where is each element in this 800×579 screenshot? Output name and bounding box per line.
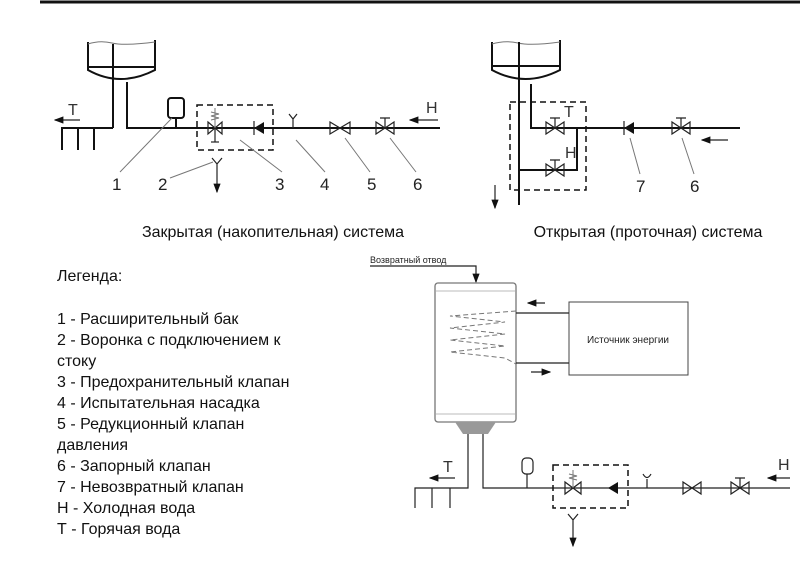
- cold-inlet-pipe: [482, 434, 790, 489]
- callout-6: 6: [690, 177, 699, 196]
- leader-lines: [629, 137, 695, 175]
- legend-item: 1 - Расширительный бак: [57, 311, 239, 328]
- callout-7: 7: [636, 177, 645, 196]
- indirect-heater-diagram: Возвратный отвод Источник энергии Т Н: [370, 255, 790, 546]
- safety-valve-icon: [207, 108, 223, 143]
- drain-funnel-icon: [568, 513, 578, 546]
- legend-title: Легенда:: [57, 268, 123, 285]
- shutoff-valve-icon: [730, 477, 750, 496]
- leader-lines: [119, 117, 417, 179]
- check-valve-icon: [608, 482, 618, 494]
- legend: Легенда: 1 - Расширительный бак 2 - Воро…: [57, 266, 289, 540]
- hot-water-taps: [61, 127, 113, 150]
- legend-item: 3 - Предохранительный клапан: [57, 374, 290, 391]
- pipes: [519, 84, 740, 171]
- cold-label: Н: [778, 457, 790, 474]
- hot-outlet-pipes: [414, 434, 469, 508]
- legend-item: Н - Холодная вода: [57, 500, 196, 517]
- legend-item: 4 - Испытательная насадка: [57, 395, 260, 412]
- callout-5: 5: [367, 175, 376, 194]
- energy-source-box: [568, 301, 689, 376]
- hot-label: Т: [68, 102, 78, 119]
- cold-pipe: [126, 82, 440, 129]
- return-label: Возвратный отвод: [370, 255, 447, 265]
- callout-3: 3: [275, 175, 284, 194]
- callout-4: 4: [320, 175, 329, 194]
- callout-1: 1: [112, 175, 121, 194]
- cold-valve-icon: [545, 159, 565, 178]
- check-valve-icon: [254, 122, 264, 134]
- hot-valve-icon: [545, 117, 565, 136]
- shutoff-valve-icon: [375, 117, 395, 136]
- legend-item: 7 - Невозвратный клапан: [57, 479, 244, 496]
- closed-system-diagram: Т Н 1 2 3 4 5 6 Закрытая (накопительная)…: [53, 40, 440, 241]
- callout-2: 2: [158, 175, 167, 194]
- safety-valve-icon: [564, 470, 582, 496]
- reducing-valve-icon: [329, 120, 351, 136]
- safety-group-box: [552, 464, 629, 509]
- cold-label: Н: [565, 145, 577, 162]
- storage-tank: [87, 40, 156, 128]
- expansion-tank-icon: [521, 457, 534, 475]
- mixer-box: [509, 101, 587, 191]
- heating-coil: [449, 310, 517, 365]
- test-nozzle-icon: [642, 473, 652, 488]
- shutoff-valve-icon: [671, 117, 691, 136]
- check-valve-icon: [624, 122, 634, 134]
- callout-6: 6: [413, 175, 422, 194]
- reducing-valve-icon: [682, 480, 702, 496]
- closed-system-caption: Закрытая (накопительная) система: [142, 224, 404, 241]
- tank-base: [455, 422, 496, 434]
- expansion-tank-icon: [167, 97, 185, 119]
- test-nozzle-icon: [288, 113, 298, 128]
- legend-item: 5 - Редукционный клапан давления: [57, 416, 245, 454]
- hot-label: Т: [443, 459, 453, 476]
- open-system-caption: Открытая (проточная) система: [534, 224, 763, 241]
- energy-source-label: Источник энергии: [587, 335, 669, 346]
- hot-label: Т: [564, 104, 574, 121]
- legend-item: 2 - Воронка с подключением к стоку: [57, 332, 281, 370]
- cold-label: Н: [426, 100, 438, 117]
- heater-tank: [434, 282, 517, 423]
- legend-item: 6 - Запорный клапан: [57, 458, 211, 475]
- drain-funnel-icon: [212, 157, 222, 192]
- legend-item: Т - Горячая вода: [57, 521, 181, 538]
- open-system-diagram: Т Н 7 6 Открытая (проточная) система: [491, 40, 763, 241]
- storage-tank: [491, 40, 561, 80]
